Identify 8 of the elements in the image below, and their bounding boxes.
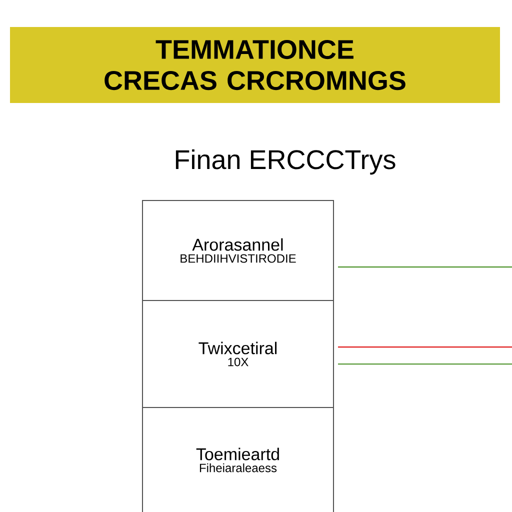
table-cell: Twixcetiral 10X <box>142 300 334 408</box>
table-cell: Arorasannel BEHDIIHVISTIRODIE <box>142 200 334 301</box>
subtitle: Finan ERCCCTrys <box>176 149 396 175</box>
connector-line <box>338 363 512 365</box>
table-cell: Toemieartd Fiheiaraleaess <box>142 407 334 512</box>
connector-line <box>338 266 512 268</box>
connector-line <box>338 346 512 348</box>
title-banner: TEMMATIONCE CRECAS CRCROMNGS <box>10 27 500 103</box>
